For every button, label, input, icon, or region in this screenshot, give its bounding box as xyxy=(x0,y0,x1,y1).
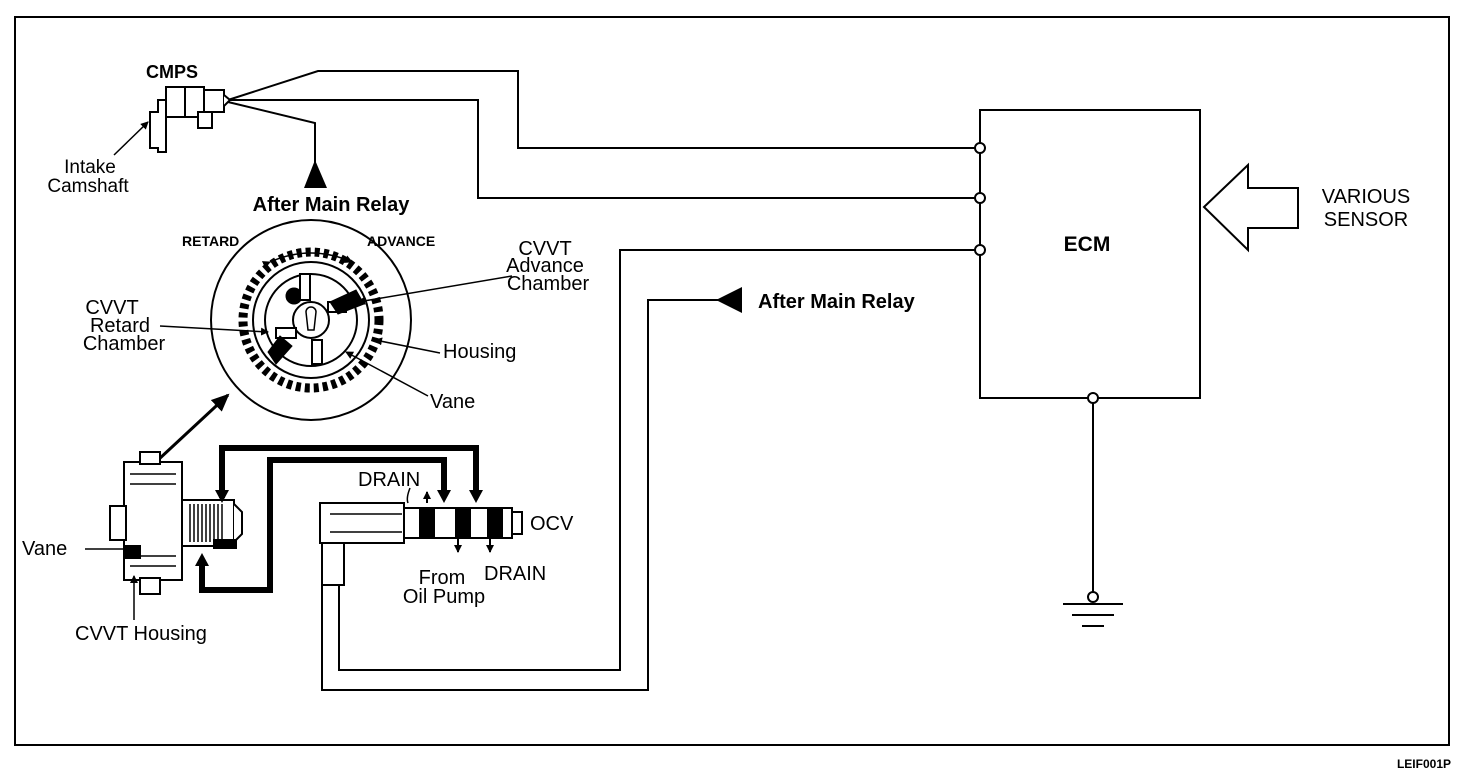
advance-chamber-label-2: Advance xyxy=(506,255,584,277)
retard-chamber-label-2: Retard xyxy=(90,315,150,337)
retard-chamber-label-1: CVVT xyxy=(85,297,138,319)
from-oil-pump-label-1: From xyxy=(419,567,466,589)
cvvt-actuator xyxy=(109,451,243,595)
oil-line-arrowheads xyxy=(195,490,483,566)
retard-chamber-leader xyxy=(159,325,269,336)
drain-top-leader xyxy=(406,487,411,504)
after-main-relay-mid-label: After Main Relay xyxy=(758,291,916,313)
vane-top-leader xyxy=(345,351,429,397)
advance-chamber-label-1: CVVT xyxy=(518,238,571,260)
drain-arrows xyxy=(423,491,494,553)
cvvt-housing-label: CVVT Housing xyxy=(75,623,207,645)
advance-chamber-leader xyxy=(357,275,513,305)
ground-icon xyxy=(1063,591,1123,627)
advance-chamber-label-3: Chamber xyxy=(507,273,590,295)
intake-label-2: Camshaft xyxy=(47,176,129,197)
vane-left-label: Vane xyxy=(22,538,67,560)
cvvt-gear-assembly xyxy=(210,219,412,421)
oil-lines xyxy=(199,445,479,593)
cmps-sensor xyxy=(149,86,232,153)
diagram-frame xyxy=(14,16,1450,746)
arrow-up-icon xyxy=(156,393,230,462)
ocv-valve xyxy=(319,502,523,586)
intake-label-1: Intake xyxy=(64,157,116,178)
housing-leader xyxy=(374,337,441,354)
various-sensor-label-1: VARIOUS xyxy=(1322,186,1411,208)
wiring xyxy=(227,70,1094,691)
figure-code: LEIF001P xyxy=(1397,757,1451,771)
retard-label: RETARD xyxy=(182,233,239,249)
intake-leader xyxy=(113,121,149,156)
vane-top-label: Vane xyxy=(430,391,475,413)
relay-triangle-top-icon xyxy=(304,160,327,188)
drain-top-label: DRAIN xyxy=(358,469,420,491)
cmps-label: CMPS xyxy=(146,62,198,82)
ecm-label: ECM xyxy=(1064,233,1111,256)
retard-chamber-label-3: Chamber xyxy=(83,333,166,355)
advance-label: ADVANCE xyxy=(367,233,435,249)
ecm-terminals xyxy=(974,142,1099,404)
drain-bottom-label: DRAIN xyxy=(484,563,546,585)
ocv-label: OCV xyxy=(530,513,574,535)
after-main-relay-top-label: After Main Relay xyxy=(253,194,411,216)
relay-triangle-mid-icon xyxy=(716,287,742,313)
from-oil-pump-label-2: Oil Pump xyxy=(403,586,485,608)
arrow-left-icon xyxy=(1202,162,1299,253)
housing-label: Housing xyxy=(443,341,516,363)
various-sensor-label-2: SENSOR xyxy=(1324,209,1408,231)
